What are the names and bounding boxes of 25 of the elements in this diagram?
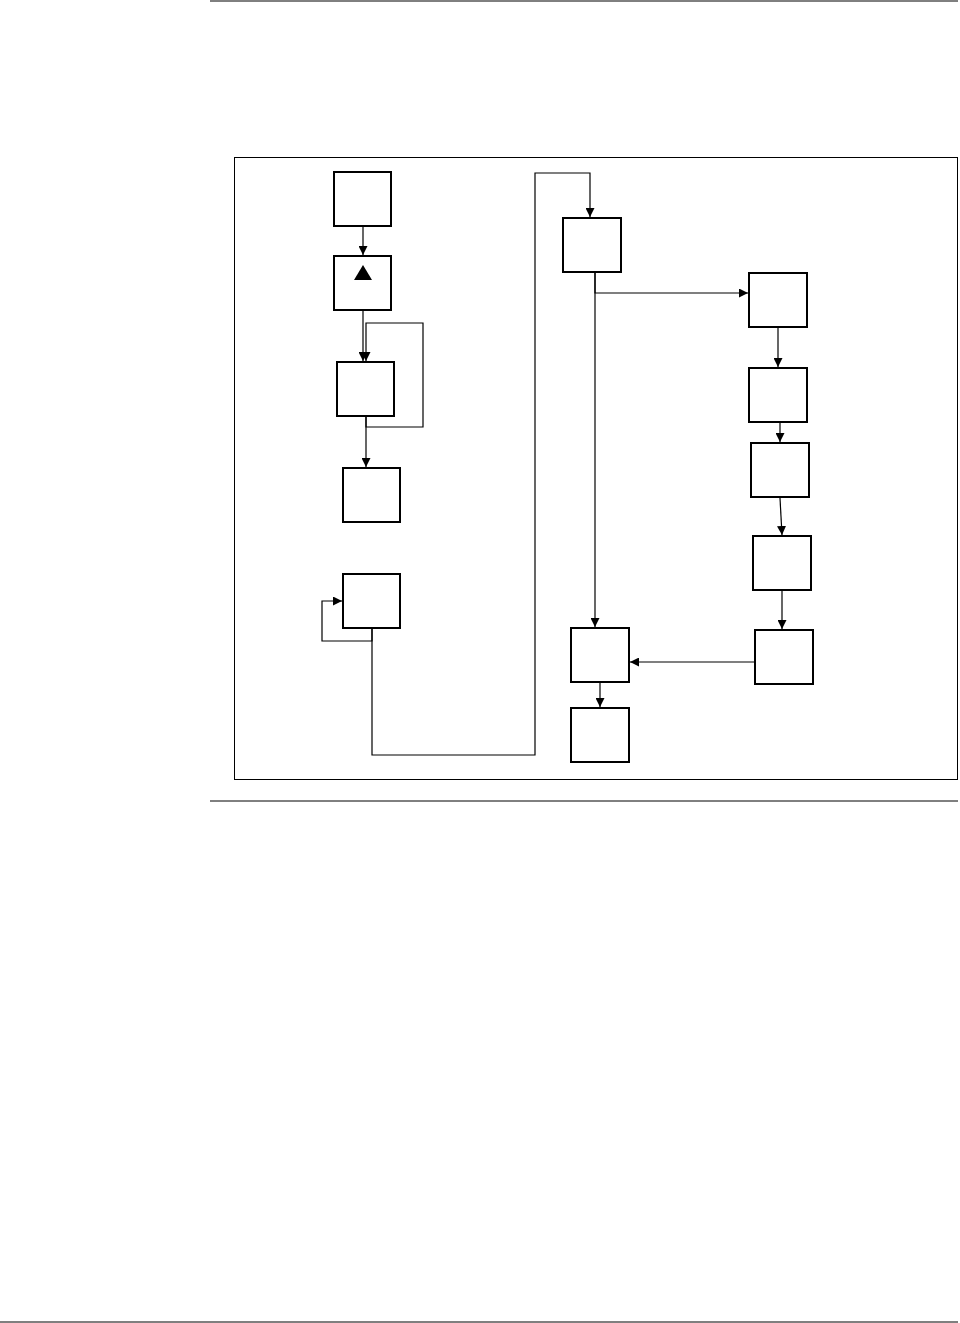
arrow	[773, 327, 783, 368]
process-box	[562, 217, 622, 273]
arrow	[321, 596, 373, 642]
arrow	[590, 272, 600, 628]
process-box	[748, 272, 808, 328]
arrow	[777, 590, 787, 630]
process-box	[750, 442, 810, 498]
process-box	[752, 535, 812, 591]
process-box	[333, 255, 392, 311]
process-box	[748, 367, 808, 423]
process-box	[754, 629, 814, 685]
arrow	[629, 657, 755, 667]
arrow	[595, 682, 605, 708]
process-box	[336, 361, 395, 417]
arrow	[361, 322, 424, 428]
arrow	[777, 497, 786, 536]
process-box	[570, 707, 630, 763]
arrow	[371, 172, 595, 756]
process-box	[342, 467, 401, 523]
arrow	[775, 422, 785, 443]
process-box	[333, 171, 392, 227]
arrow	[361, 416, 371, 468]
arrow	[358, 226, 368, 256]
process-box	[342, 573, 401, 629]
process-box	[570, 627, 630, 683]
